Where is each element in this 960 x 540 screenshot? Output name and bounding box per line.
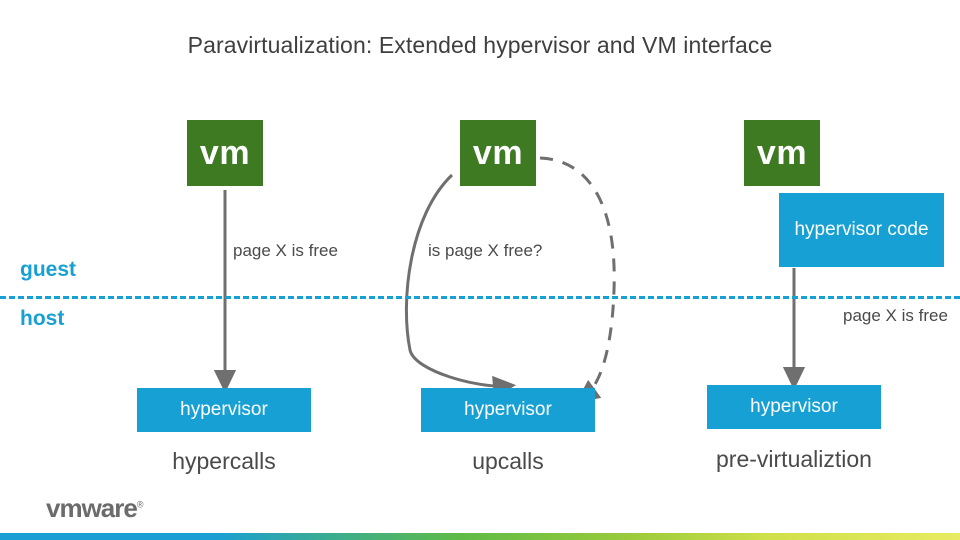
hypervisor-box-3: hypervisor — [707, 385, 881, 429]
caption-pre-virtualization: pre-virtualiztion — [716, 446, 872, 472]
vm-box-3: vm — [744, 120, 820, 186]
vm-box-1: vm — [187, 120, 263, 186]
note-is-page-x-free: is page X free? — [428, 241, 543, 260]
host-label: host — [20, 307, 65, 330]
upcall-curved-arrow — [404, 173, 517, 399]
vmware-logo-mark: ® — [136, 499, 144, 510]
guest-host-divider — [0, 296, 960, 299]
vm-box-2: vm — [460, 120, 536, 186]
vmware-logo: vmware® — [46, 493, 144, 524]
note-page-x-free-3: page X is free — [843, 306, 948, 325]
caption-upcalls: upcalls — [472, 448, 544, 474]
page-title: Paravirtualization: Extended hypervisor … — [187, 32, 773, 58]
hypervisor-code-box: hypervisor code — [779, 193, 944, 267]
bottom-accent-bar — [0, 533, 960, 540]
hypervisor-box-1: hypervisor — [137, 388, 311, 432]
vmware-logo-text: vmware — [46, 493, 138, 523]
guest-label: guest — [20, 258, 77, 281]
upcall-question-dashed-arrow — [539, 156, 616, 403]
hypervisor-box-2: hypervisor — [421, 388, 595, 432]
caption-hypercalls: hypercalls — [172, 448, 276, 474]
note-page-x-free-1: page X is free — [233, 241, 338, 260]
